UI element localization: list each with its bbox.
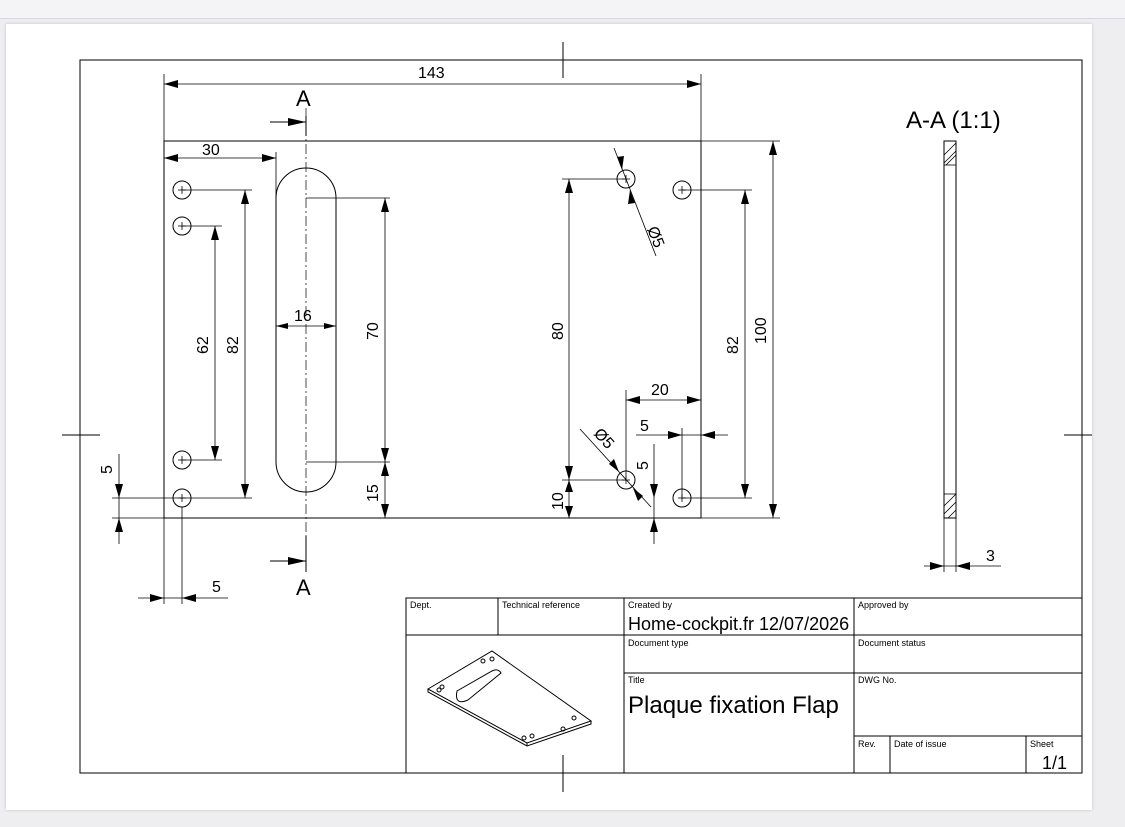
dimension-30: 30 — [164, 142, 277, 198]
viewer-toolbar — [0, 0, 1125, 19]
mounting-holes — [172, 169, 692, 508]
section-markers: A A — [270, 86, 311, 600]
dimension-70: 70 — [306, 197, 390, 463]
sheet-label: Sheet — [1030, 739, 1054, 749]
dimension-62: 62 — [182, 225, 222, 461]
svg-text:5: 5 — [640, 418, 649, 435]
section-marker-bottom: A — [296, 575, 311, 600]
dimension-82-right: 82 — [682, 189, 752, 499]
created-by-value: Home-cockpit.fr 12/07/2026 — [628, 614, 849, 634]
svg-text:20: 20 — [651, 382, 669, 399]
dimension-20: 20 — [625, 382, 701, 480]
dimension-10: 10 — [550, 480, 573, 518]
svg-text:62: 62 — [195, 336, 212, 354]
drawing-sheet: A A 143 30 — [6, 24, 1092, 810]
svg-text:15: 15 — [365, 484, 382, 502]
svg-text:100: 100 — [753, 317, 770, 344]
section-marker-top: A — [296, 86, 311, 111]
svg-text:3: 3 — [986, 548, 995, 565]
isometric-thumbnail — [426, 650, 593, 747]
svg-text:30: 30 — [202, 142, 220, 159]
dimension-5-left-vertical: 5 — [99, 454, 182, 544]
section-view: A-A (1:1) 3 — [906, 107, 1001, 572]
svg-text:5: 5 — [635, 461, 652, 470]
svg-text:5: 5 — [212, 579, 221, 596]
document-title: Plaque fixation Flap — [628, 692, 839, 719]
svg-text:82: 82 — [725, 336, 742, 354]
svg-text:70: 70 — [365, 322, 382, 340]
date-of-issue-label: Date of issue — [894, 739, 947, 749]
section-view-title: A-A (1:1) — [906, 107, 1001, 134]
svg-text:82: 82 — [225, 336, 242, 354]
document-status-label: Document status — [858, 638, 926, 648]
svg-text:16: 16 — [294, 308, 312, 325]
approved-by-label: Approved by — [858, 600, 909, 610]
svg-text:10: 10 — [550, 492, 567, 510]
dwg-no-label: DWG No. — [858, 675, 897, 685]
svg-text:143: 143 — [418, 65, 445, 82]
svg-text:Ø5: Ø5 — [643, 224, 667, 250]
technical-reference-label: Technical reference — [502, 600, 580, 610]
sheet-value: 1/1 — [1042, 753, 1067, 773]
title-label: Title — [628, 675, 645, 685]
title-block: Dept. Technical reference Created by Hom… — [405, 597, 1083, 774]
dimension-5-left-horizontal: 5 — [138, 507, 228, 604]
dimension-5-horizontal: 5 — [636, 418, 728, 498]
svg-text:Ø5: Ø5 — [590, 425, 617, 452]
dimension-82-left: 82 — [182, 189, 252, 499]
technical-drawing: A A 143 30 — [62, 42, 1092, 792]
svg-text:5: 5 — [99, 465, 116, 474]
dimension-80: 80 — [550, 178, 626, 481]
svg-text:80: 80 — [550, 322, 567, 340]
dept-label: Dept. — [410, 600, 432, 610]
dimension-5-vertical: 5 — [635, 444, 658, 544]
plate-outline — [163, 140, 702, 519]
dimension-16: 16 — [276, 308, 336, 329]
document-type-label: Document type — [628, 638, 689, 648]
dimension-15: 15 — [365, 462, 389, 518]
dimension-143: 143 — [163, 65, 702, 141]
rev-label: Rev. — [858, 739, 876, 749]
dimension-100: 100 — [701, 140, 780, 519]
created-by-label: Created by — [628, 600, 673, 610]
diameter-callout-top: Ø5 — [613, 147, 667, 257]
